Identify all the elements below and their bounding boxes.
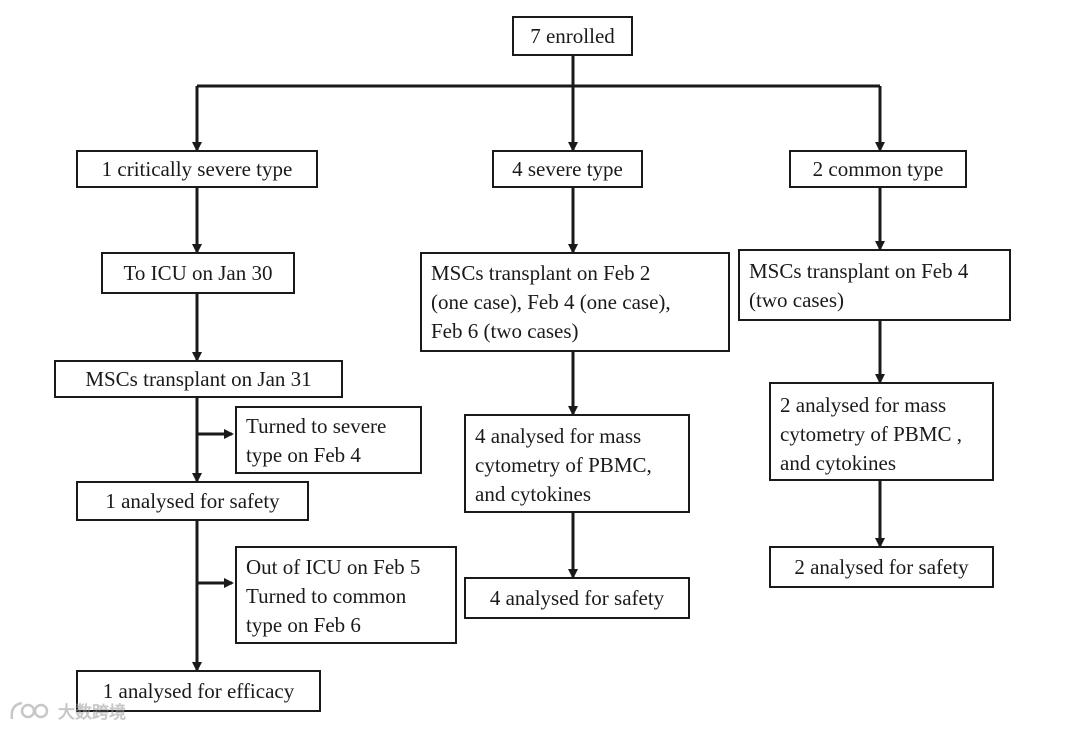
critical-transplant-box: MSCs transplant on Jan 31 xyxy=(54,360,343,398)
critical-safety-box: 1 analysed for safety xyxy=(76,481,309,521)
severe-cytometry-line-3: and cytokines xyxy=(475,482,592,506)
severe-transplant-line-1: MSCs transplant on Feb 2 xyxy=(431,261,651,285)
common-cytometry-line-2: cytometry of PBMC , xyxy=(780,422,962,446)
note-common-line-2: Turned to common xyxy=(246,584,407,608)
severe-transplant-line-2: (one case), Feb 4 (one case), xyxy=(431,290,671,314)
critical-type-box: 1 critically severe type xyxy=(76,150,318,188)
enrolled-box: 7 enrolled xyxy=(512,16,633,56)
note-severe-line-2: type on Feb 4 xyxy=(246,443,361,467)
watermark: 大数跨境 xyxy=(8,698,126,723)
severe-cytometry-line-1: 4 analysed for mass xyxy=(475,424,642,448)
note-severe-line-1: Turned to severe xyxy=(246,414,387,438)
severe-safety-box: 4 analysed for safety xyxy=(464,577,690,619)
common-transplant-box: MSCs transplant on Feb 4 (two cases) xyxy=(738,249,1011,321)
severe-type-box: 4 severe type xyxy=(492,150,643,188)
watermark-text: 大数跨境 xyxy=(58,703,126,723)
common-cytometry-line-3: and cytokines xyxy=(780,451,897,475)
common-cytometry-line-1: 2 analysed for mass xyxy=(780,393,947,417)
severe-cytometry-line-2: cytometry of PBMC, xyxy=(475,453,652,477)
brand-logo-icon xyxy=(10,701,49,719)
common-safety-box: 2 analysed for safety xyxy=(769,546,994,588)
icu-admission-box: To ICU on Jan 30 xyxy=(101,252,295,294)
common-type-box: 2 common type xyxy=(789,150,967,188)
common-transplant-line-1: MSCs transplant on Feb 4 xyxy=(749,259,969,283)
critical-efficacy-box: 1 analysed for efficacy xyxy=(76,670,321,712)
note-common-line-1: Out of ICU on Feb 5 xyxy=(246,555,421,579)
severe-transplant-line-3: Feb 6 (two cases) xyxy=(431,319,579,343)
note-turned-severe-box: Turned to severe type on Feb 4 xyxy=(235,406,422,474)
note-turned-common-box: Out of ICU on Feb 5 Turned to common typ… xyxy=(235,546,457,644)
common-cytometry-box: 2 analysed for mass cytometry of PBMC , … xyxy=(769,382,994,481)
severe-transplant-box: MSCs transplant on Feb 2 (one case), Feb… xyxy=(420,252,730,352)
severe-cytometry-box: 4 analysed for mass cytometry of PBMC, a… xyxy=(464,414,690,513)
common-transplant-line-2: (two cases) xyxy=(749,288,845,312)
note-common-line-3: type on Feb 6 xyxy=(246,613,361,637)
